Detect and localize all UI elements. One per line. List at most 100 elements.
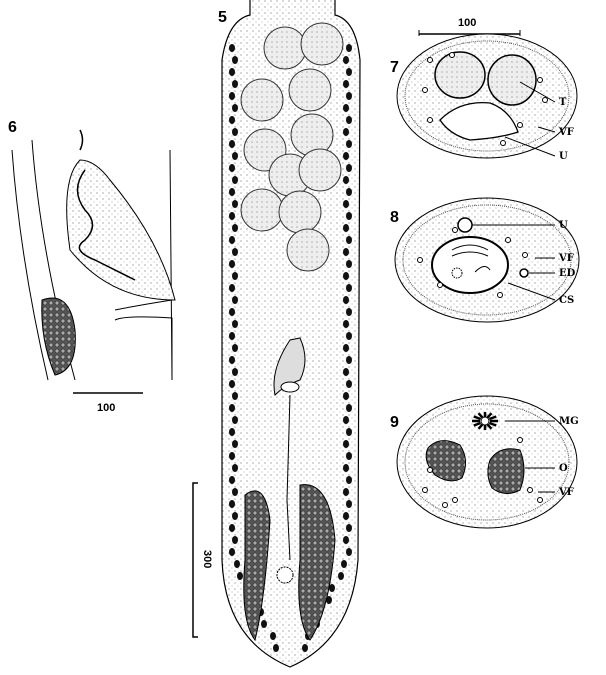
vitelline-follicle — [346, 44, 352, 52]
vitelline-follicle — [229, 308, 235, 316]
vitelline-follicle — [232, 272, 238, 280]
vitelline-follicle — [343, 344, 349, 352]
cirrus-coils — [76, 129, 136, 281]
vitelline-follicle — [232, 320, 238, 328]
egg — [300, 22, 344, 66]
vitelline-follicle — [346, 92, 352, 100]
vitelline-follicle — [343, 224, 349, 232]
vitelline-follicle — [346, 140, 352, 148]
vitelline-follicle — [326, 596, 332, 604]
vitelline-follicle — [273, 644, 279, 652]
vitelline-follicle-section — [427, 57, 433, 63]
figure-6-terminal-genitalia: 6 100 — [8, 119, 176, 414]
vitelline-follicle-section — [537, 497, 543, 503]
vitelline-follicle — [343, 416, 349, 424]
vitelline-follicle — [232, 152, 238, 160]
vitelline-follicle — [346, 524, 352, 532]
vitelline-follicle — [229, 212, 235, 220]
vitelline-follicle-section — [442, 502, 448, 508]
vitelline-follicle — [343, 392, 349, 400]
vitelline-follicle — [232, 344, 238, 352]
vitelline-follicle — [234, 560, 240, 568]
vitelline-follicle — [343, 56, 349, 64]
mehlis-gland — [276, 566, 294, 584]
vitelline-follicle — [343, 248, 349, 256]
vitelline-follicle — [237, 572, 243, 580]
vitelline-follicle — [343, 296, 349, 304]
mehlis-gland-lumen — [480, 416, 490, 426]
figure-number-7: 7 — [390, 59, 399, 76]
mehlis-gland-lobe — [488, 421, 497, 427]
vitelline-follicle — [229, 188, 235, 196]
vitelline-follicle-section — [522, 252, 528, 258]
vitelline-follicle — [229, 140, 235, 148]
vitelline-follicle — [343, 176, 349, 184]
figure-7-section-testes: 100 7 T VF U — [390, 17, 578, 162]
ovary-left — [243, 490, 271, 642]
vitelline-follicle — [229, 476, 235, 484]
label-U-8: U — [559, 220, 568, 231]
vitelline-follicle — [261, 620, 267, 628]
figure-8-section-cirrus-sac: 8 U VF ED CS — [390, 197, 580, 323]
vitelline-follicle — [232, 368, 238, 376]
vitelline-follicle — [343, 152, 349, 160]
vitelline-follicle — [346, 500, 352, 508]
label-T: T — [559, 97, 567, 108]
duct — [286, 394, 291, 561]
vitelline-follicle-section — [452, 497, 458, 503]
vitelline-follicle — [229, 548, 235, 556]
egg — [288, 68, 332, 112]
vitelline-follicle — [341, 560, 347, 568]
vitelline-follicle — [229, 380, 235, 388]
vitelline-follicle — [346, 284, 352, 292]
egg-in-uterus — [280, 381, 300, 393]
vitelline-follicle — [346, 476, 352, 484]
cirrus-sac-6 — [66, 159, 176, 301]
vitelline-follicle-section — [527, 487, 533, 493]
scale-bar-5: 300 — [192, 482, 213, 638]
vitelline-follicle — [229, 92, 235, 100]
vitelline-follicle — [232, 488, 238, 496]
vitelline-follicle — [343, 80, 349, 88]
vitelline-follicle — [229, 428, 235, 436]
vitelline-follicle — [346, 68, 352, 76]
vitelline-follicle-section — [452, 227, 458, 233]
uterus-8 — [457, 217, 473, 233]
vitelline-follicle — [232, 536, 238, 544]
label-ED: ED — [559, 268, 576, 279]
vitelline-follicle — [346, 236, 352, 244]
vitelline-follicle — [232, 176, 238, 184]
vitelline-follicle — [343, 200, 349, 208]
vitelline-follicle — [343, 512, 349, 520]
vitelline-follicle — [346, 404, 352, 412]
vitelline-follicle — [229, 332, 235, 340]
vitelline-follicle-section — [427, 467, 433, 473]
vitelline-follicle — [343, 320, 349, 328]
egg — [240, 188, 284, 232]
vitelline-follicle — [232, 224, 238, 232]
scale-label-5: 300 — [201, 550, 213, 568]
ovary-right — [298, 484, 336, 641]
vitelline-follicle-section — [497, 292, 503, 298]
genital-pore — [114, 299, 173, 380]
vitelline-follicle — [346, 356, 352, 364]
mehlis-gland-lobe — [486, 423, 493, 430]
vitelline-follicle — [343, 272, 349, 280]
mehlis-gland-9 — [472, 412, 498, 430]
egg — [240, 78, 284, 122]
vitelline-follicle — [232, 128, 238, 136]
vitelline-follicle — [232, 104, 238, 112]
figure-number-8: 8 — [390, 209, 399, 226]
vitelline-follicle — [346, 188, 352, 196]
vitelline-follicle — [232, 296, 238, 304]
mehlis-gland-lobe — [473, 415, 482, 421]
vitelline-follicle — [270, 632, 276, 640]
figure-9-section-ovaries: 9 MG O VF — [390, 395, 579, 529]
vitelline-follicle — [343, 440, 349, 448]
label-VF-8: VF — [558, 253, 574, 264]
label-O: O — [559, 463, 568, 474]
vitelline-follicle — [232, 80, 238, 88]
vitelline-follicle — [343, 488, 349, 496]
vitelline-follicle — [232, 416, 238, 424]
